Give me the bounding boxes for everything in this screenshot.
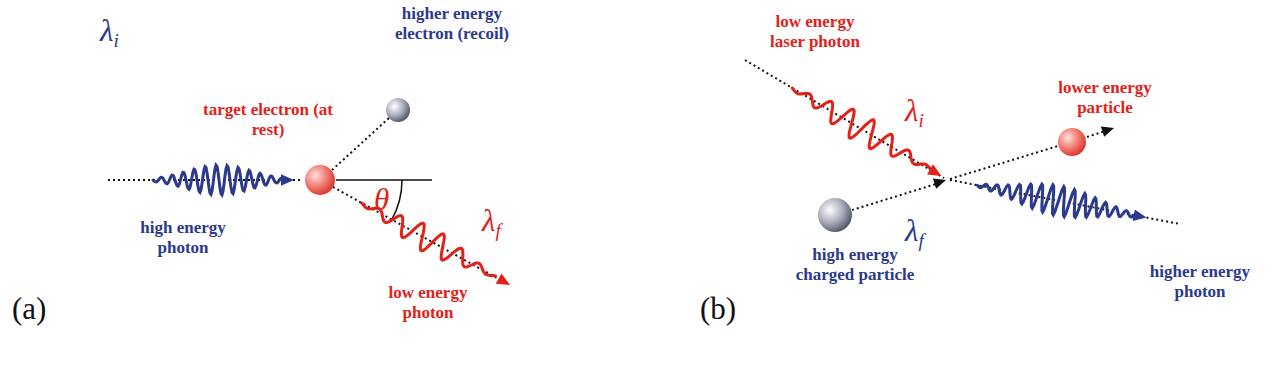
particle-path <box>950 146 1058 179</box>
target-electron <box>305 165 335 195</box>
electron-label: higher energy electron (recoil) <box>380 4 525 45</box>
photon-label: low energy laser photon <box>760 12 870 53</box>
wave-arrowhead <box>1133 209 1147 220</box>
wavelength-symbol: λi <box>100 14 119 51</box>
particle-path <box>852 184 936 210</box>
wave-arrowhead <box>281 174 294 186</box>
path-arrowhead <box>1101 126 1114 136</box>
photon-label: low energy photon <box>374 283 482 324</box>
particle-label: lower energy particle <box>1048 78 1163 119</box>
reference-line <box>336 179 432 181</box>
charged-particle <box>818 198 852 232</box>
photon-wave <box>153 165 286 195</box>
scattered-path <box>333 187 506 283</box>
photon-wave <box>792 88 930 169</box>
angle-arc <box>392 180 402 220</box>
photon-wave <box>978 184 1139 217</box>
panel-letter: (b) <box>700 292 736 326</box>
wave-arrowhead <box>927 164 941 176</box>
wavelength-symbol: λf <box>482 204 501 241</box>
wavelength-symbol: λf <box>905 214 924 251</box>
arrow-heads <box>281 126 1146 285</box>
lower-energy-particle <box>1058 128 1086 156</box>
path-arrowhead <box>933 178 946 188</box>
particle-label: high energy charged particle <box>786 245 924 286</box>
electron-label: target electron (at rest) <box>199 100 337 141</box>
laser-path <box>745 60 944 178</box>
wave-arrowhead <box>496 274 510 285</box>
wave-packets <box>153 88 1139 276</box>
photon-path <box>950 180 1180 224</box>
panel-letter: (a) <box>12 292 46 326</box>
recoil-electron <box>386 98 410 122</box>
angle-symbol: θ <box>374 183 389 217</box>
photon-label: higher energy photon <box>1139 262 1261 303</box>
photon-label: high energy photon <box>122 218 244 259</box>
wavelength-symbol: λi <box>905 94 924 131</box>
recoil-path <box>332 118 389 170</box>
path-lines <box>108 60 1180 283</box>
